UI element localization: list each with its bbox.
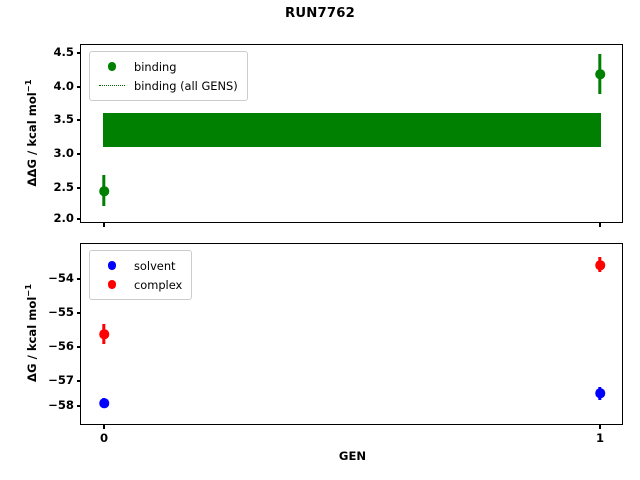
- bottom-ytick-label: −56: [48, 339, 74, 353]
- bottom-ylabel-exponent: −1: [23, 283, 34, 297]
- top-ytick-mark: [76, 153, 81, 155]
- bottom-ytick-mark: [76, 312, 81, 314]
- bottom-xtick-label: 1: [595, 431, 605, 445]
- legend-item-complex[interactable]: complex: [97, 275, 182, 294]
- legend-label-complex: complex: [134, 277, 183, 292]
- solvent-marker-icon: [97, 261, 127, 270]
- top-xtick-mark: [103, 222, 105, 227]
- solvent-marker-gen0: [99, 398, 109, 408]
- top-ytick-mark: [76, 86, 81, 88]
- bottom-xtick-mark: [103, 424, 105, 429]
- figure-title: RUN7762: [284, 6, 355, 21]
- bottom-ytick-label: −55: [48, 305, 74, 319]
- top-ytick-label: 3.0: [53, 146, 74, 160]
- legend-label-binding-all-gens: binding (all GENS): [134, 78, 238, 93]
- legend-label-binding: binding: [134, 59, 177, 74]
- top-ytick-mark: [76, 119, 81, 121]
- top-ytick-label: 4.5: [53, 45, 74, 59]
- solvent-marker-gen1: [595, 388, 605, 398]
- bottom-ytick-mark: [76, 278, 81, 280]
- complex-marker-icon: [97, 280, 127, 289]
- top-ytick-mark: [76, 218, 81, 220]
- bottom-ytick-mark: [76, 405, 81, 407]
- top-panel-y-axis-label: ΔΔG / kcal mol−1: [23, 62, 39, 202]
- legend-item-solvent[interactable]: solvent: [97, 256, 182, 275]
- binding-marker-gen1: [595, 69, 605, 79]
- top-panel-axes: ΔΔG / kcal mol−1 4.5 4.0 3.5 3.0 2.5 2.0: [23, 44, 623, 227]
- binding-marker-icon: [97, 62, 127, 71]
- legend-item-binding-all-gens[interactable]: binding (all GENS): [97, 76, 238, 95]
- dotted-line-icon: [97, 85, 127, 86]
- top-ytick-label: 4.0: [53, 79, 74, 93]
- top-ytick-label: 3.5: [53, 112, 74, 126]
- bottom-ytick-mark: [76, 346, 81, 348]
- bottom-xtick-label: 0: [99, 431, 109, 445]
- bottom-ytick-mark: [76, 380, 81, 382]
- complex-marker-gen0: [99, 329, 109, 339]
- bottom-panel-y-axis-label: ΔG / kcal mol−1: [23, 263, 39, 403]
- bottom-ylabel-text: ΔG / kcal mol: [24, 296, 39, 382]
- bottom-panel-legend[interactable]: solvent complex: [89, 250, 193, 300]
- legend-label-solvent: solvent: [134, 258, 176, 273]
- top-ylabel-text: ΔΔG / kcal mol: [24, 91, 39, 186]
- binding-marker-gen0: [99, 186, 109, 196]
- complex-marker-gen1: [595, 260, 605, 270]
- top-panel-plot-area: [81, 45, 622, 222]
- binding-all-gens-band: [103, 113, 601, 147]
- bottom-ytick-label: −54: [48, 271, 74, 285]
- bottom-panel-axes: ΔG / kcal mol−1 −54 −55 −56 −57 −58: [23, 243, 623, 463]
- bottom-ytick-label: −57: [48, 373, 74, 387]
- x-axis-label: GEN: [338, 449, 367, 463]
- legend-item-binding[interactable]: binding: [97, 57, 238, 76]
- top-panel-legend[interactable]: binding binding (all GENS): [89, 51, 248, 101]
- bottom-ytick-label: −58: [48, 398, 74, 412]
- top-ytick-label: 2.5: [53, 180, 74, 194]
- top-xtick-mark: [599, 222, 601, 227]
- top-ytick-mark: [76, 52, 81, 54]
- top-ytick-label: 2.0: [53, 211, 74, 225]
- bottom-xtick-mark: [599, 424, 601, 429]
- top-ytick-mark: [76, 187, 81, 189]
- top-ylabel-exponent: −1: [23, 78, 34, 92]
- bottom-panel-plot-area: [81, 244, 622, 424]
